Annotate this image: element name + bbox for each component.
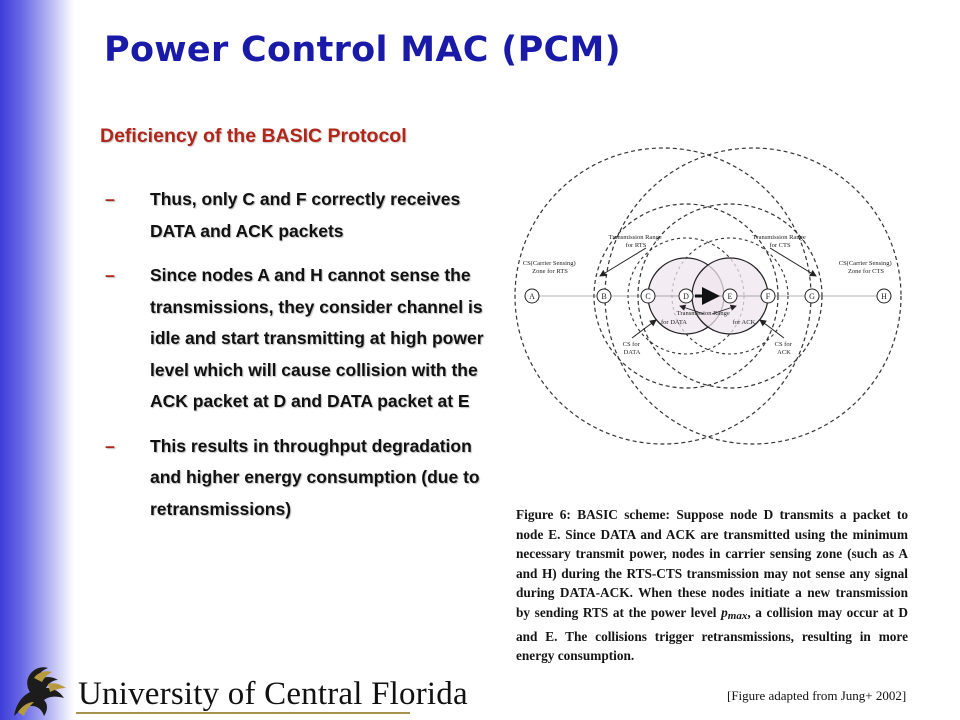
svg-text:D: D (683, 292, 689, 301)
university-name: University of Central Florida (78, 676, 468, 712)
svg-text:C: C (645, 292, 650, 301)
bullet-text: This results in throughput degradation a… (150, 435, 480, 519)
node-f: F (760, 288, 776, 304)
bullet-item: – Thus, only C and F correctly receives … (100, 184, 490, 247)
figure-caption: Figure 6: BASIC scheme: Suppose node D t… (516, 505, 908, 666)
svg-text:A: A (529, 292, 535, 301)
bullet-text: Thus, only C and F correctly receives DA… (150, 189, 461, 241)
label-cs-data: CS for DATA (623, 341, 642, 356)
bullet-text: Since nodes A and H cannot sense the tra… (150, 265, 484, 411)
tr-data-arrow (679, 304, 705, 315)
range-diagram: A B C D E F G H Transmission Range for R… (514, 147, 902, 445)
logo-underline (76, 712, 410, 714)
node-g: G (804, 288, 820, 304)
svg-text:B: B (601, 292, 606, 301)
bullet-marker: – (105, 435, 115, 456)
label-tr-rts: Transmission Range for RTS (609, 234, 664, 249)
caption-text-after: , a collision may occur at D and E. The … (516, 604, 909, 664)
caption-text-before: Figure 6: BASIC scheme: Suppose node D t… (516, 507, 908, 620)
label-tr-ack: for ACK (733, 319, 756, 326)
label-cs-rts: CS(Carrier Sensing) Zone for RTS (523, 260, 578, 275)
cs-data-arrow (631, 319, 657, 339)
node-e: E (722, 288, 738, 304)
tr-ack-arrow (711, 304, 737, 315)
pegasus-logo-icon (14, 667, 66, 716)
label-cs-cts: CS(Carrier Sensing) Zone for CTS (839, 260, 894, 275)
node-c: C (640, 288, 656, 304)
caption-subscript: max (727, 609, 748, 622)
caption-symbol: p (721, 604, 728, 620)
bullet-list: – Thus, only C and F correctly receives … (100, 184, 490, 538)
svg-text:E: E (728, 292, 733, 301)
node-d: D (678, 288, 694, 304)
slide-subtitle: Deficiency of the BASIC Protocol (100, 125, 407, 147)
bullet-item: – Since nodes A and H cannot sense the t… (100, 260, 490, 418)
bullet-marker: – (105, 265, 115, 285)
label-cs-ack: CS for ACK (775, 341, 794, 356)
figure-credit: [Figure adapted from Jung+ 2002] (727, 688, 907, 703)
bullet-marker: – (105, 189, 115, 209)
tr-cts-arrow (769, 247, 817, 277)
tr-rts-arrow (599, 247, 647, 277)
label-tr-data: Transmission Range for DATA (661, 310, 731, 326)
svg-text:G: G (809, 292, 815, 301)
label-tr-cts: Transmission Range for CTS (753, 234, 808, 249)
node-h: H (876, 288, 892, 304)
bullet-item: – This results in throughput degradation… (100, 431, 490, 526)
node-b: B (596, 288, 612, 304)
svg-text:H: H (881, 292, 887, 301)
svg-text:F: F (766, 292, 771, 301)
slide-title: Power Control MAC (PCM) (104, 30, 621, 70)
node-a: A (524, 288, 540, 304)
cs-ack-arrow (759, 319, 785, 339)
side-gradient-bar (0, 0, 74, 720)
